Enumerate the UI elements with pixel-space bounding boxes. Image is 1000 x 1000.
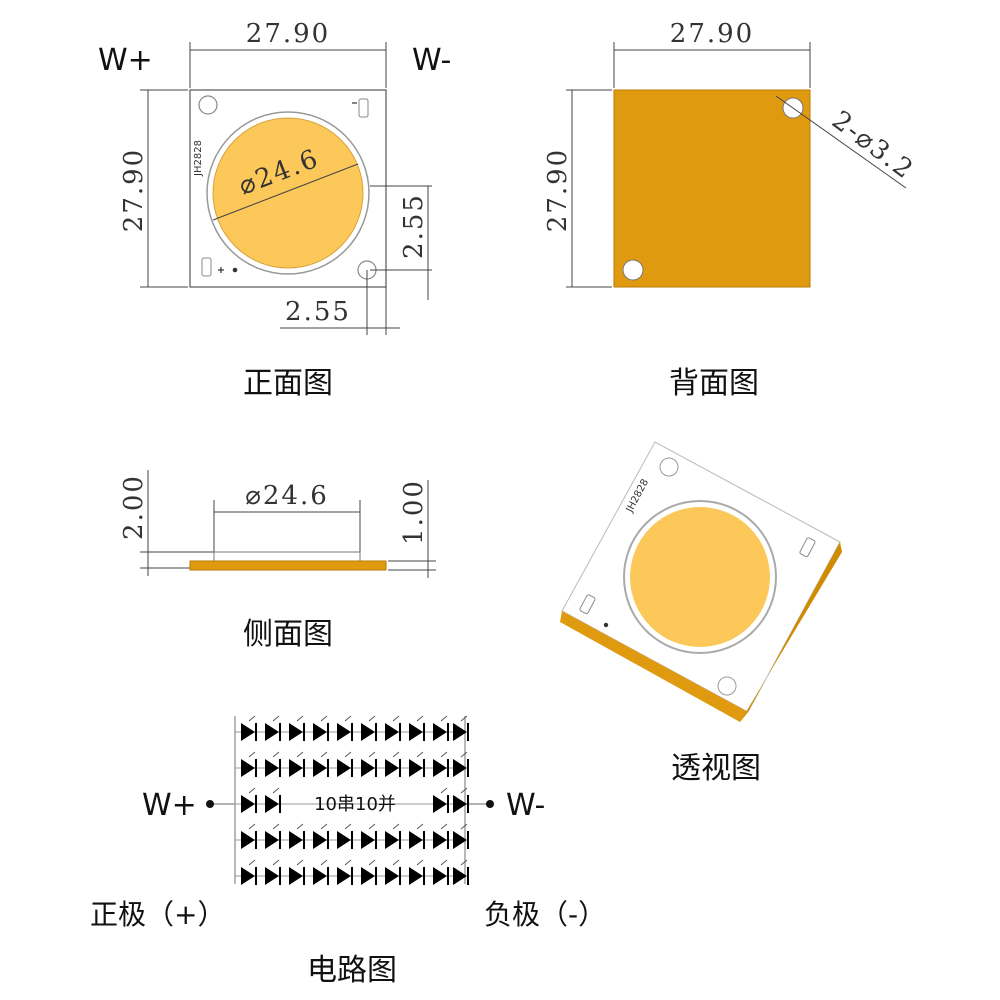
diode xyxy=(265,823,281,849)
perspective-pad-pos xyxy=(579,594,596,615)
diode xyxy=(265,859,281,885)
front-phosphor xyxy=(212,117,364,269)
perspective-emitter-ring xyxy=(623,500,777,654)
diode xyxy=(433,787,449,813)
diode xyxy=(337,823,353,849)
circuit-terminal-neg: W- xyxy=(506,788,545,823)
circuit-diagram: W+ W- 10串10并 正极（+） 负极（-） 电路图 xyxy=(90,715,606,988)
diode xyxy=(385,751,401,777)
diode xyxy=(289,823,305,849)
circuit-terminal-pos: W+ xyxy=(142,788,197,823)
diode xyxy=(361,859,377,885)
diode xyxy=(409,715,425,741)
perspective-edge-front xyxy=(560,611,748,722)
front-pad-pos xyxy=(201,257,212,277)
front-emitter-ring xyxy=(206,111,370,275)
front-offset-y-label: 2.55 xyxy=(399,193,429,259)
diode xyxy=(433,715,449,741)
perspective-phosphor xyxy=(630,507,770,647)
back-caption: 背面图 xyxy=(669,366,759,401)
diode xyxy=(453,823,469,849)
side-diameter-label: ⌀24.6 xyxy=(245,481,329,511)
front-offset-x-label: 2.55 xyxy=(285,297,351,327)
diode xyxy=(361,715,377,741)
back-substrate xyxy=(613,89,811,288)
diode xyxy=(385,823,401,849)
diode xyxy=(265,715,281,741)
diode xyxy=(289,715,305,741)
diode xyxy=(433,823,449,849)
diode xyxy=(313,859,329,885)
diode xyxy=(337,859,353,885)
diode xyxy=(241,751,257,777)
diode xyxy=(453,787,469,813)
side-total-thickness: 2.00 xyxy=(119,474,149,540)
side-base-thickness: 1.00 xyxy=(399,479,429,545)
back-view: 27.90 27.90 2-⌀3.2 背面图 xyxy=(543,19,920,401)
diode xyxy=(453,859,469,885)
diode xyxy=(453,715,469,741)
diode xyxy=(265,787,281,813)
front-plus-dot xyxy=(232,267,238,273)
front-terminal-pos: W+ xyxy=(98,43,153,78)
diode xyxy=(313,751,329,777)
diode xyxy=(361,751,377,777)
side-caption: 侧面图 xyxy=(243,617,333,652)
side-view: 2.00 ⌀24.6 1.00 侧面图 xyxy=(119,470,436,652)
diode xyxy=(433,751,449,777)
side-phosphor-dome xyxy=(213,551,361,562)
diode xyxy=(361,823,377,849)
circuit-caption: 电路图 xyxy=(307,953,397,988)
circuit-pole-neg: 负极（-） xyxy=(484,898,606,931)
diode xyxy=(337,715,353,741)
diode xyxy=(337,751,353,777)
diode xyxy=(289,859,305,885)
diode xyxy=(409,823,425,849)
front-part-code: JH2828 xyxy=(193,140,204,177)
back-holes-label: 2-⌀3.2 xyxy=(826,105,919,186)
diode xyxy=(453,751,469,777)
diode xyxy=(433,859,449,885)
diode xyxy=(289,751,305,777)
front-height-label: 27.90 xyxy=(119,148,149,232)
diode xyxy=(241,823,257,849)
diode xyxy=(241,787,257,813)
circuit-pole-pos: 正极（+） xyxy=(90,898,225,931)
perspective-caption: 透视图 xyxy=(671,751,761,786)
diode xyxy=(385,715,401,741)
diode-array xyxy=(235,715,469,885)
diode xyxy=(265,751,281,777)
front-width-label: 27.90 xyxy=(246,19,330,49)
front-mount-hole-top xyxy=(198,95,218,115)
front-terminal-neg: W- xyxy=(412,43,451,78)
perspective-hole-bottom xyxy=(717,676,737,696)
front-view: 27.90 27.90 W+ W- JH2828 ⌀24.6 2.55 2.55 xyxy=(98,19,451,401)
back-height-label: 27.90 xyxy=(543,148,573,232)
diode xyxy=(241,715,257,741)
back-mount-hole-bottom xyxy=(622,259,644,281)
perspective-pad-neg xyxy=(799,537,816,558)
back-width-label: 27.90 xyxy=(670,19,754,49)
diode xyxy=(313,823,329,849)
side-substrate xyxy=(189,560,387,571)
front-caption: 正面图 xyxy=(243,366,333,401)
diode xyxy=(385,859,401,885)
perspective-view: JH2828 透视图 xyxy=(560,441,842,786)
diode xyxy=(409,859,425,885)
circuit-config: 10串10并 xyxy=(314,794,396,815)
diode xyxy=(241,859,257,885)
diode xyxy=(313,715,329,741)
diode xyxy=(409,751,425,777)
perspective-edge-side xyxy=(740,542,842,722)
perspective-hole-top xyxy=(659,457,679,477)
front-pad-neg xyxy=(358,98,369,118)
